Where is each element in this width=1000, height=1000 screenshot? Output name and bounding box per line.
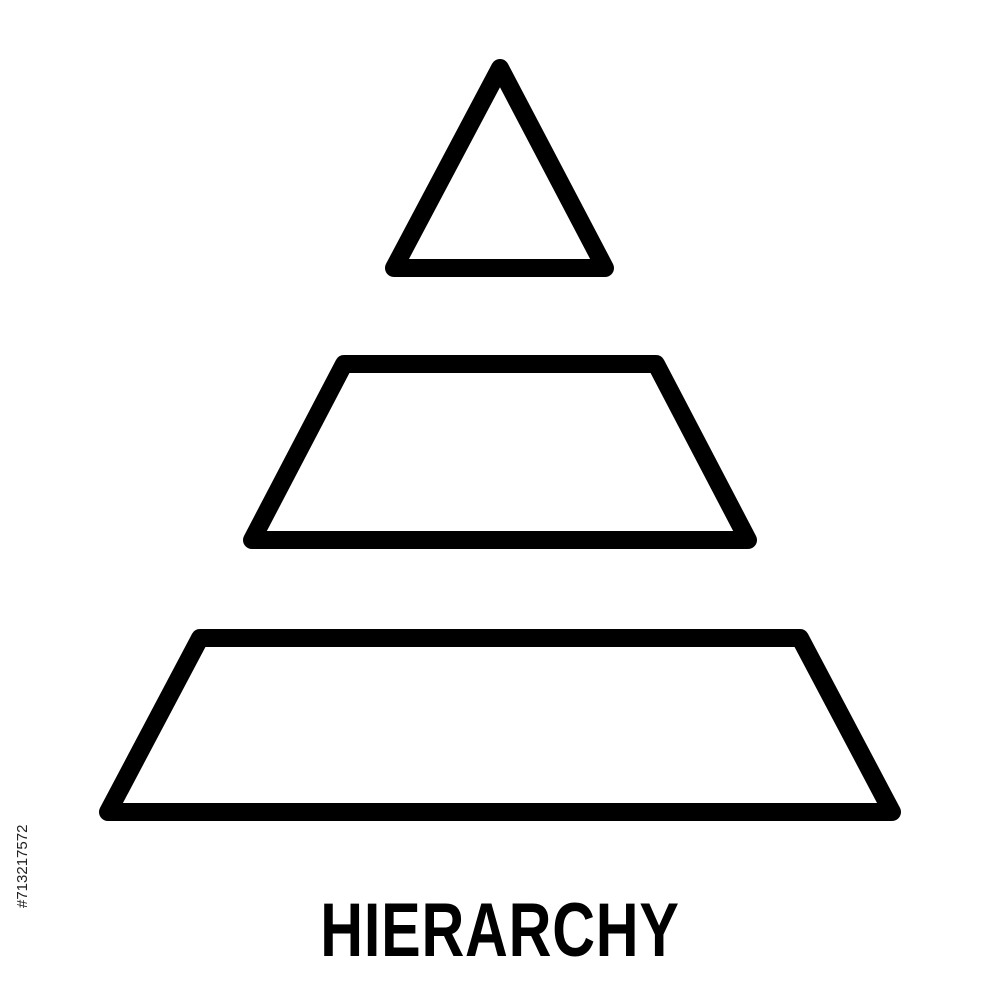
stock-image-id: #713217572 — [14, 824, 31, 908]
icon-caption: HIERARCHY — [320, 888, 680, 973]
pyramid-bottom-tier — [99, 629, 901, 821]
pyramid-middle-tier — [243, 355, 757, 549]
pyramid-top-triangle — [385, 59, 614, 277]
